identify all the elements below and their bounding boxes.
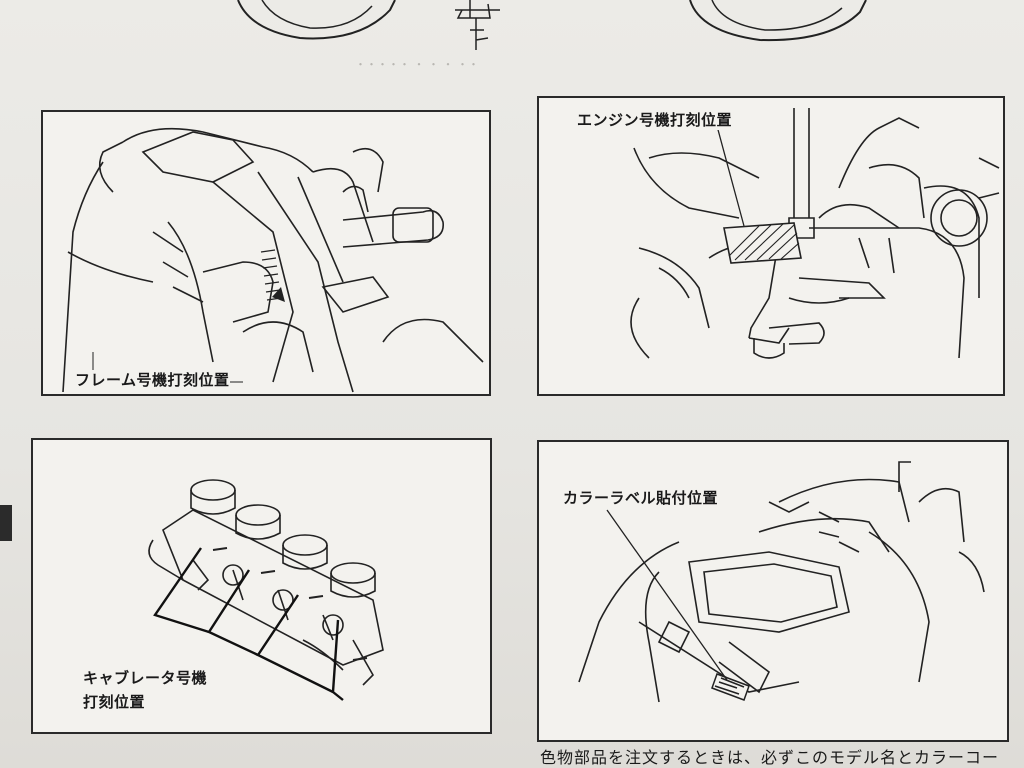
page-edge-tab bbox=[0, 505, 12, 541]
carburetor-number-panel: キャブレータ号機 打刻位置 bbox=[31, 438, 492, 734]
carburetor-number-caption-line2: 打刻位置 bbox=[83, 692, 146, 712]
engine-number-panel: エンジン号機打刻位置 bbox=[537, 96, 1005, 396]
color-label-panel: カラーラベル貼付位置 bbox=[537, 440, 1009, 742]
frame-number-panel: フレーム号機打刻位置 bbox=[41, 110, 491, 396]
carburetor-number-caption-line1: キャブレータ号機 bbox=[83, 668, 208, 688]
svg-text:・・・・・ ・ ・ ・ ・・: ・・・・・ ・ ・ ・ ・・ bbox=[355, 58, 479, 71]
frame-illustration bbox=[62, 127, 484, 393]
seat-area-illustration bbox=[578, 461, 985, 703]
engine-illustration bbox=[630, 108, 1000, 359]
carburetor-illustration bbox=[148, 479, 384, 701]
engine-number-caption: エンジン号機打刻位置 bbox=[577, 110, 733, 130]
footer-instruction-text: 色物部品を注文するときは、必ずこのモデル名とカラーコー bbox=[540, 748, 1000, 767]
color-label-spot bbox=[711, 673, 750, 701]
engine-stamp-area bbox=[723, 222, 802, 264]
color-label-caption: カラーラベル貼付位置 bbox=[563, 488, 719, 508]
top-wheels-illustration: ・・・・・ ・ ・ ・ ・・ bbox=[237, 0, 867, 71]
frame-number-caption: フレーム号機打刻位置 bbox=[75, 370, 230, 390]
